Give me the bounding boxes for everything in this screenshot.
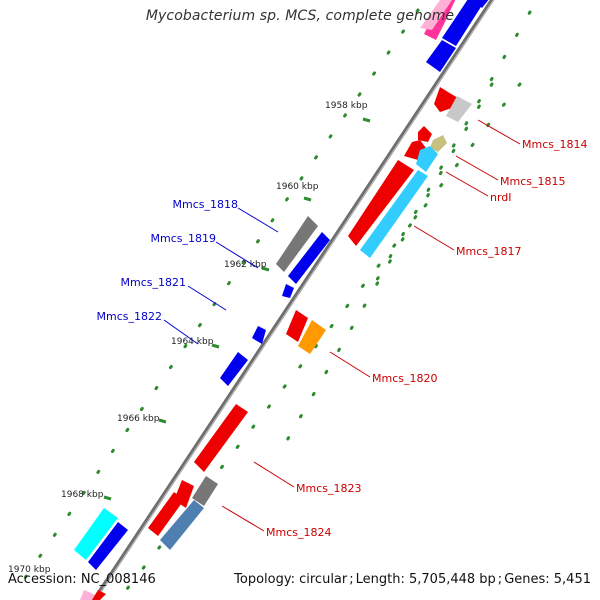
tick-labels: 1958 kbp 1960 kbp 1962 kbp 1964 kbp 1966… <box>8 101 368 575</box>
gene-top-pink-1 <box>424 0 456 40</box>
tick-1958 <box>362 117 371 123</box>
footer-genome-stats: Topology: circular;Length: 5,705,448 bp;… <box>234 572 591 587</box>
scale-ticks <box>103 117 371 501</box>
leader-lines-forward <box>221 119 521 532</box>
gene-top-blue-2 <box>426 40 456 72</box>
gene-bottom-red[interactable] <box>92 590 106 600</box>
gene-mmcs-1824b[interactable] <box>160 500 204 550</box>
leader-lines-reverse <box>163 207 279 345</box>
tick-1966 <box>158 418 167 424</box>
gene-mmcs-1820[interactable] <box>286 310 308 342</box>
gene-mmcs-1822[interactable] <box>252 326 266 344</box>
footer-separator-1: ; <box>349 572 354 587</box>
tick-label-1964: 1964 kbp <box>171 337 214 347</box>
gene-top-pink-2 <box>420 0 452 30</box>
gene-top-blue-3 <box>474 0 489 8</box>
tick-1964 <box>211 343 220 349</box>
tick-label-1970: 1970 kbp <box>8 565 51 575</box>
footer-separator-2: ; <box>497 572 503 587</box>
gene-mmcs-1818[interactable] <box>276 216 318 272</box>
tick-1960 <box>303 196 312 202</box>
label-mmcs-1822[interactable]: Mmcs_1822 <box>97 310 162 323</box>
gene-mmcs-1824[interactable] <box>148 492 184 536</box>
guide-ring-outer-1 <box>16 8 420 590</box>
label-mmcs-1820[interactable]: Mmcs_1820 <box>372 372 437 385</box>
leader-mmcs-1819 <box>215 241 259 269</box>
leader-mmcs-1824 <box>221 505 265 532</box>
leader-mmcs-1815 <box>455 155 499 181</box>
tick-label-1958: 1958 kbp <box>325 101 368 111</box>
leader-mmcs-1821 <box>187 285 227 311</box>
label-mmcs-1819[interactable]: Mmcs_1819 <box>151 232 216 245</box>
footer-topology: Topology: circular <box>234 572 348 587</box>
gene-mmcs-1817[interactable] <box>348 160 414 246</box>
leader-mmcs-1817 <box>413 225 455 251</box>
leader-mmcs-1820 <box>329 351 371 378</box>
label-mmcs-1818[interactable]: Mmcs_1818 <box>173 198 238 211</box>
tick-1962 <box>261 266 270 272</box>
leader-mmcs-1814 <box>477 119 521 145</box>
gene-bottom-cyan[interactable] <box>74 508 118 560</box>
gene-mmcs-1821[interactable] <box>282 284 294 298</box>
leader-nrdi <box>445 171 489 197</box>
genome-backbone <box>91 0 495 600</box>
forward-strand-genes <box>148 87 472 550</box>
leader-mmcs-1818 <box>237 207 279 233</box>
gene-bottom-blue[interactable] <box>88 522 128 570</box>
guide-ring-outer-2 <box>368 10 532 294</box>
footer-length: Length: 5,705,448 bp <box>355 572 496 587</box>
tick-label-1960: 1960 kbp <box>276 182 319 192</box>
tick-label-1966: 1966 kbp <box>117 414 160 424</box>
gene-labels-forward: Mmcs_1814 Mmcs_1815 nrdI Mmcs_1817 Mmcs_… <box>266 138 587 539</box>
leader-mmcs-1823 <box>253 461 295 488</box>
leader-mmcs-1822 <box>163 319 199 345</box>
gene-mmcs-1814b[interactable] <box>446 96 472 122</box>
gene-mmcs-1822b[interactable] <box>220 352 248 386</box>
gene-mmcs-1817b[interactable] <box>360 170 428 258</box>
label-mmcs-1824[interactable]: Mmcs_1824 <box>266 526 331 539</box>
map-title: Mycobacterium sp. MCS, complete genome <box>145 8 455 24</box>
gene-mmcs-1819[interactable] <box>288 232 330 284</box>
tick-label-1962: 1962 kbp <box>224 260 267 270</box>
gene-nrdi-b[interactable] <box>430 135 447 152</box>
label-mmcs-1814[interactable]: Mmcs_1814 <box>522 138 587 151</box>
gene-mmcs-1815[interactable] <box>418 126 432 142</box>
top-edge-features <box>420 0 489 72</box>
gene-labels-reverse: Mmcs_1818 Mmcs_1819 Mmcs_1821 Mmcs_1822 <box>97 198 238 323</box>
footer-accession: Accession: NC_008146 <box>8 572 156 587</box>
gene-top-blue-1 <box>442 0 484 46</box>
gene-mmcs-1823c[interactable] <box>192 476 218 506</box>
reverse-strand-genes <box>74 216 330 600</box>
gene-mmcs-1820b[interactable] <box>298 320 326 354</box>
label-mmcs-1815[interactable]: Mmcs_1815 <box>500 175 565 188</box>
tick-label-1968: 1968 kbp <box>61 490 104 500</box>
gene-nrdi-c[interactable] <box>416 146 438 172</box>
label-mmcs-1821[interactable]: Mmcs_1821 <box>121 276 186 289</box>
guide-ring-inner-1 <box>276 82 494 458</box>
tick-1968 <box>103 495 112 501</box>
gene-mmcs-1823[interactable] <box>194 404 248 472</box>
footer-genes: Genes: 5,451 <box>504 572 591 587</box>
label-mmcs-1817[interactable]: Mmcs_1817 <box>456 245 521 258</box>
label-nrdi[interactable]: nrdI <box>490 191 512 204</box>
guide-rings <box>16 8 532 600</box>
label-mmcs-1823[interactable]: Mmcs_1823 <box>296 482 361 495</box>
